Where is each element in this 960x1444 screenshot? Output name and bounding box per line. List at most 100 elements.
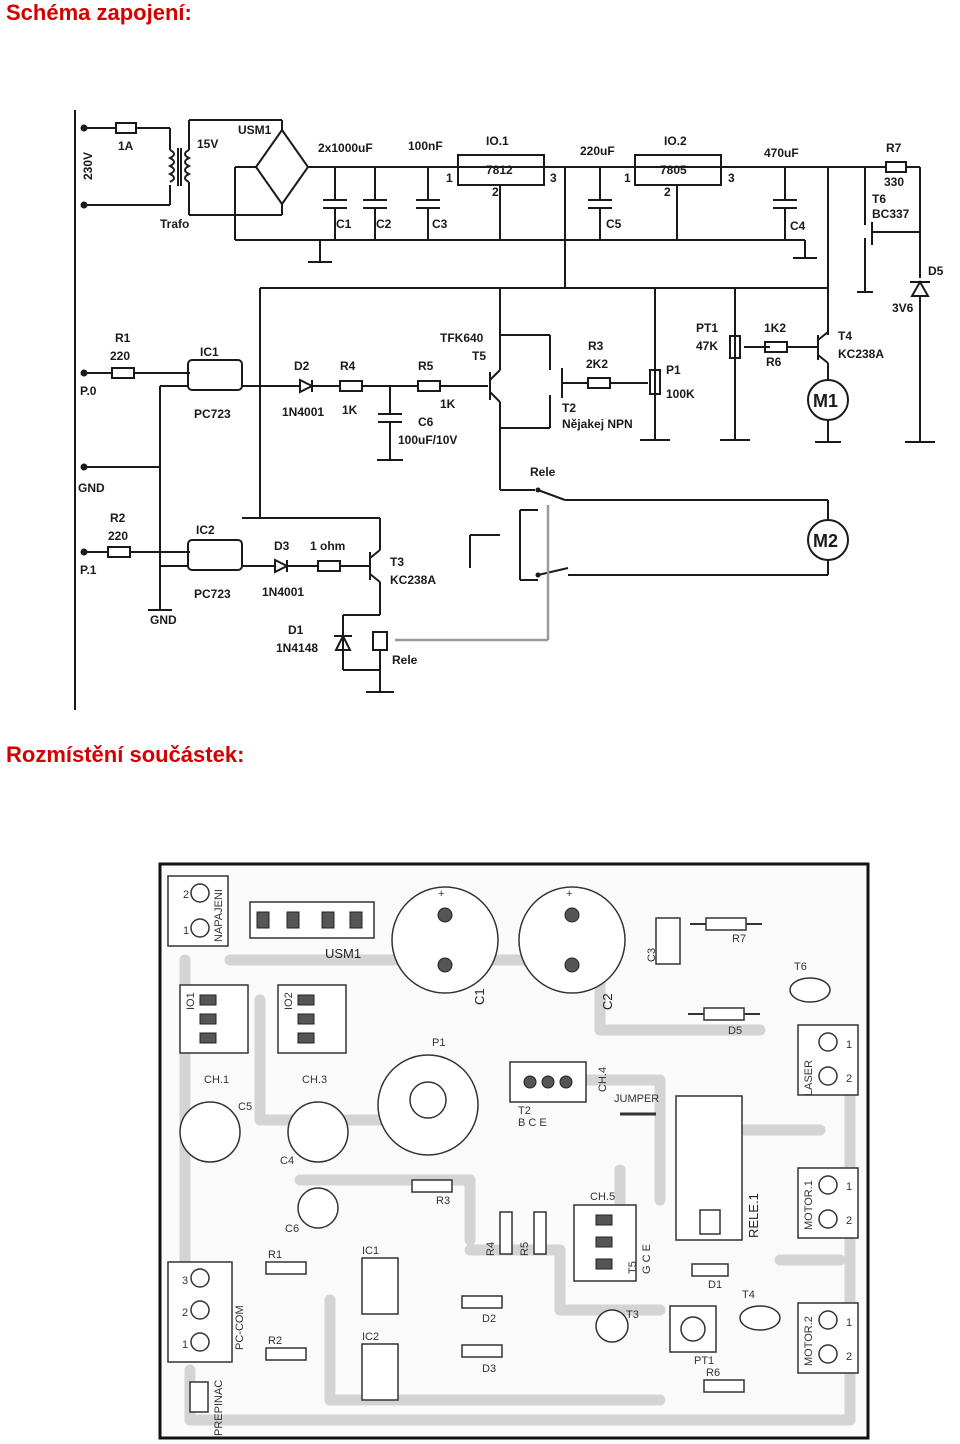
pc-com-pin1: 1 <box>182 1339 188 1351</box>
one-ohm-label: 1 ohm <box>310 539 345 553</box>
ic2-label: IC2 <box>362 1331 379 1343</box>
io1-pin1-label: 1 <box>446 171 453 185</box>
motor1-label: MOTOR.1 <box>803 1180 815 1230</box>
r2-resistor <box>265 1347 307 1361</box>
d5-label: D5 <box>728 1025 742 1037</box>
c5-capacitor <box>179 1101 241 1163</box>
c3-capacitor <box>655 917 681 965</box>
r7-label: R7 <box>886 141 902 155</box>
transformer-primary-coil <box>167 149 175 183</box>
d2-label: D2 <box>294 359 310 373</box>
d5-zener-symbol <box>910 279 930 297</box>
schematic-heading: Schéma zapojení: <box>6 0 192 25</box>
motor1-pin1: 1 <box>846 1181 852 1193</box>
d5-value-label: 3V6 <box>892 301 914 315</box>
io1-pin3-label: 3 <box>550 171 557 185</box>
c1-plus: + <box>438 888 444 900</box>
ch1-label: CH.1 <box>204 1074 229 1086</box>
transformer-name-label: Trafo <box>160 217 189 231</box>
ic1-label: IC1 <box>362 1245 379 1257</box>
m2-label: M2 <box>813 531 838 551</box>
d2-part-label: 1N4001 <box>282 405 324 419</box>
r4-label: R4 <box>340 359 356 373</box>
d5-diode <box>703 1007 745 1021</box>
c1-capacitor <box>391 886 499 994</box>
t6-transistor <box>789 977 831 1003</box>
t2-label: T2 <box>518 1105 531 1117</box>
napajeni-label: NAPAJENI <box>213 889 225 942</box>
pt1-label: PT1 <box>696 321 718 335</box>
io1-pin2-label: 2 <box>492 185 499 199</box>
t4-part-label: KC238A <box>838 347 884 361</box>
c5-value-label: 220uF <box>580 144 615 158</box>
t6-label: T6 <box>794 961 807 973</box>
t2-pins-label: B C E <box>518 1117 547 1129</box>
prepinac-label: PREPINAC <box>213 1380 225 1436</box>
laser-pin2: 2 <box>846 1073 852 1085</box>
c2-label: C2 <box>376 217 392 231</box>
t6-part-label: BC337 <box>872 207 910 221</box>
c4-label: C4 <box>790 219 806 233</box>
c3-label: C3 <box>646 948 658 962</box>
r5-value-label: 1K <box>440 397 456 411</box>
gnd-input-label: GND <box>78 481 105 495</box>
r2-value-label: 220 <box>108 529 128 543</box>
motor2-pin1: 1 <box>846 1317 852 1329</box>
c6-label: C6 <box>285 1223 299 1235</box>
t4-transistor <box>739 1305 781 1331</box>
c3-value-label: 100nF <box>408 139 443 153</box>
t6-label: T6 <box>872 192 886 206</box>
d3-diode-symbol <box>274 558 290 574</box>
r5-label: R5 <box>418 359 434 373</box>
napajeni-pin2: 2 <box>183 889 189 901</box>
prepinac-switch <box>189 1381 209 1413</box>
c6-value-label: 100uF/10V <box>398 433 457 447</box>
transformer-secondary-coil <box>184 149 192 183</box>
c2-capacitor <box>518 886 626 994</box>
c5-label: C5 <box>238 1101 252 1113</box>
ic2-part-label: PC723 <box>194 587 231 601</box>
laser-pin1: 1 <box>846 1039 852 1051</box>
t5-pins-label: G C E <box>641 1244 653 1274</box>
laser-label: LASER <box>803 1060 815 1096</box>
ic2-label: IC2 <box>196 523 215 537</box>
schematic-diagram: 230V 1A 15V Trafo USM1 2x1000uF 100nF C1… <box>74 110 944 710</box>
t5-label: T5 <box>472 349 486 363</box>
r6-value-label: 1K2 <box>764 321 786 335</box>
ch4-label: CH.4 <box>597 1067 609 1092</box>
io2-pin3-label: 3 <box>728 171 735 185</box>
d3-label: D3 <box>482 1363 496 1375</box>
ic2-optocoupler <box>361 1343 399 1401</box>
motor2-pin2: 2 <box>846 1351 852 1363</box>
r2-label: R2 <box>110 511 126 525</box>
t4-label: T4 <box>742 1289 755 1301</box>
relay-coil-symbol <box>372 631 388 651</box>
r1-value-label: 220 <box>110 349 130 363</box>
r3-label: R3 <box>436 1195 450 1207</box>
t5-part-label: TFK640 <box>440 331 484 345</box>
r6-label: R6 <box>706 1367 720 1379</box>
motor1-pin2: 2 <box>846 1215 852 1227</box>
d2-diode <box>461 1295 503 1309</box>
pc-com-pin2: 2 <box>182 1307 188 1319</box>
t5-label: T5 <box>627 1261 639 1274</box>
usm1-label: USM1 <box>325 946 361 961</box>
d1-label: D1 <box>288 623 304 637</box>
component-layout-diagram: NAPAJENI 2 1 USM1 + C1 + C2 C3 R7 T6 <box>158 862 870 1440</box>
t4-label: T4 <box>838 329 852 343</box>
c4-value-label: 470uF <box>764 146 799 160</box>
t3-part-label: KC238A <box>390 573 436 587</box>
r5-resistor <box>533 1211 547 1255</box>
c4-label: C4 <box>280 1155 294 1167</box>
io2-label: IO2 <box>283 992 295 1010</box>
r6-resistor <box>703 1379 745 1393</box>
ch5-label: CH.5 <box>590 1191 615 1203</box>
d1-label: D1 <box>708 1279 722 1291</box>
p1-label: P1 <box>666 363 681 377</box>
d1-diode-symbol <box>334 633 352 651</box>
r6-label: R6 <box>766 355 782 369</box>
pt1-label: PT1 <box>694 1355 714 1367</box>
gnd-bottom-label: GND <box>150 613 177 627</box>
fuse-symbol <box>115 122 137 134</box>
